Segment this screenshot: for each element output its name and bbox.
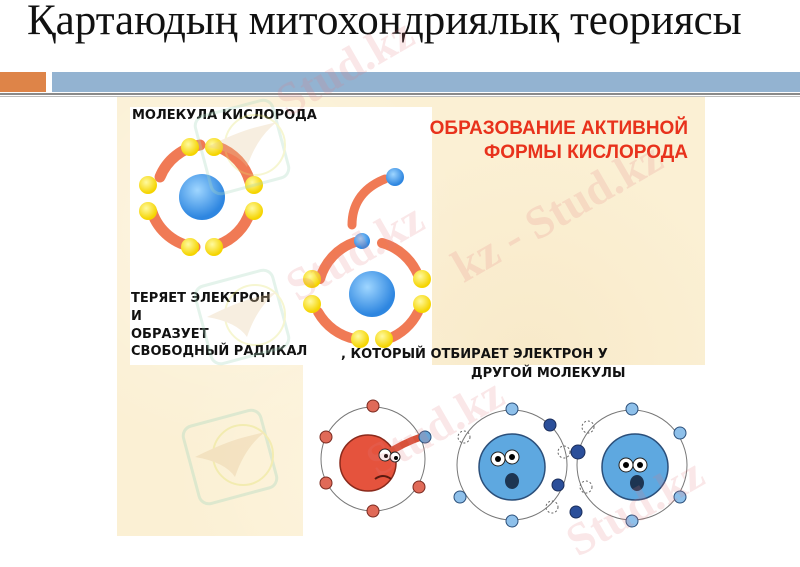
divider-line-thin [0, 96, 800, 97]
slide-title: Қартаюдың митохондриялық теориясы [27, 0, 742, 44]
figure-heading-line1: ОБРАЗОВАНИЕ АКТИВНОЙ [429, 118, 688, 139]
oxygen-molecule-label: МОЛЕКУЛА КИСЛОРОДА [132, 108, 317, 123]
victim-molecule-icon [453, 402, 571, 528]
figure-heading-line2: ФОРМЫ КИСЛОРОДА [484, 142, 688, 163]
caption-line-3: ОБРАЗУЕТ [131, 327, 209, 342]
caption-continuation-line2: ДРУГОЙ МОЛЕКУЛЫ [471, 366, 626, 381]
watermark-logo-icon [181, 408, 279, 506]
watermark-logo-icon-3 [193, 268, 291, 366]
oxygen-molecule-icon [139, 138, 263, 256]
divider-line [0, 93, 800, 95]
caption-line-1: ТЕРЯЕТ ЭЛЕКТРОН [131, 291, 271, 306]
caption-line-2: И [131, 309, 142, 324]
watermark-logo-icon-2 [193, 98, 291, 196]
oxygen-radical-illustration: МОЛЕКУЛА КИСЛОРОДА ОБРАЗОВАНИЕ АКТИВНОЙ … [117, 97, 705, 536]
neighbor-molecule-icon [569, 402, 688, 528]
accent-bar-blue [52, 72, 800, 92]
free-radical-character-icon [319, 399, 432, 518]
caption-continuation-line1: , КОТОРЫЙ ОТБИРАЕТ ЭЛЕКТРОН У [341, 347, 608, 362]
caption-line-4: СВОБОДНЫЙ РАДИКАЛ [131, 344, 308, 359]
accent-bar-orange [0, 72, 46, 92]
free-radical-molecule-icon [303, 168, 431, 348]
